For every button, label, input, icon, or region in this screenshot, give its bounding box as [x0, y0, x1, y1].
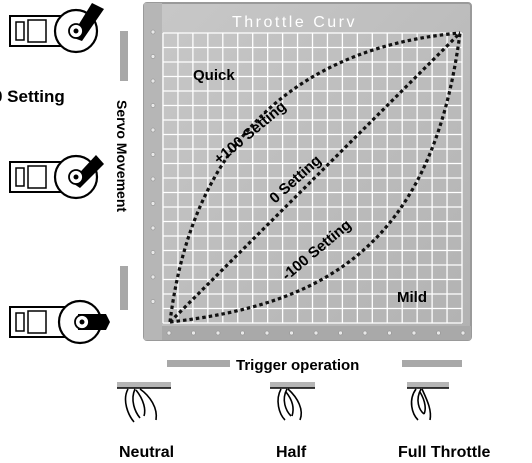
rivet [150, 78, 156, 84]
rivet [191, 330, 196, 336]
panel-title: Throttle Curv [232, 14, 357, 31]
panel-grid [162, 32, 463, 324]
trigger-label-full-throttle: Full Throttle [398, 444, 491, 461]
rivet [387, 330, 392, 336]
curve-zero [168, 31, 462, 324]
panel-left-rail [144, 3, 162, 340]
rivet [411, 330, 417, 336]
rivet [166, 330, 172, 336]
servo-tab [15, 167, 25, 187]
servo-middle [9, 154, 104, 200]
servo-window [27, 310, 47, 334]
rivet [150, 176, 156, 182]
servo-tab [15, 312, 25, 332]
servo-axis-bar-bottom [120, 266, 128, 310]
servo-screw-icon [73, 28, 79, 34]
rivet [150, 299, 156, 304]
rivet [150, 54, 156, 59]
servo-window [27, 165, 47, 189]
rivet [264, 330, 270, 336]
rivet [313, 330, 319, 336]
rivet [150, 225, 156, 231]
rivet [150, 201, 156, 206]
servo-screw-icon [73, 174, 79, 180]
rivet [150, 127, 156, 133]
trigger-operation-axis-label: Trigger operation [236, 357, 359, 374]
panel-rivets [150, 29, 466, 336]
trigger-label-neutral: Neutral [119, 444, 174, 461]
servo-tab [15, 21, 25, 41]
servo-axis-bar-top [120, 31, 128, 81]
zone-quick-label: Quick [193, 67, 235, 84]
rivet [150, 29, 156, 35]
rivet [215, 330, 221, 336]
servo-movement-axis-label: Servo Movement [114, 100, 130, 212]
servo-window [27, 19, 47, 43]
curve-plus-100 [168, 31, 461, 323]
rivet [460, 330, 466, 336]
rivet [150, 274, 156, 280]
trigger-half-icon [270, 382, 315, 421]
left-setting-fragment: 0 Setting [0, 87, 65, 106]
rivet [240, 330, 245, 336]
rivet [150, 103, 156, 108]
servo-screw-icon [79, 319, 85, 325]
zone-mild-label: Mild [397, 289, 427, 306]
rivet [436, 330, 441, 336]
trigger-label-half: Half [276, 444, 307, 461]
servo-top [9, 3, 104, 54]
rivet [362, 330, 368, 336]
trigger-neutral-icon [117, 382, 171, 423]
servo-bottom [9, 299, 110, 345]
rivet [150, 250, 156, 255]
rivet [289, 330, 294, 336]
panel-bottom-rail [144, 326, 471, 340]
rivet [150, 152, 156, 157]
trigger-axis-bar-right [402, 360, 462, 367]
trigger-axis-bar-left [167, 360, 230, 367]
trigger-full-throttle-icon [407, 382, 449, 421]
curve-minus-100 [169, 32, 462, 324]
throttle-curve-panel: Throttle Curv +100 Setting 0 Setting -10… [143, 2, 472, 341]
rivet [338, 330, 343, 336]
